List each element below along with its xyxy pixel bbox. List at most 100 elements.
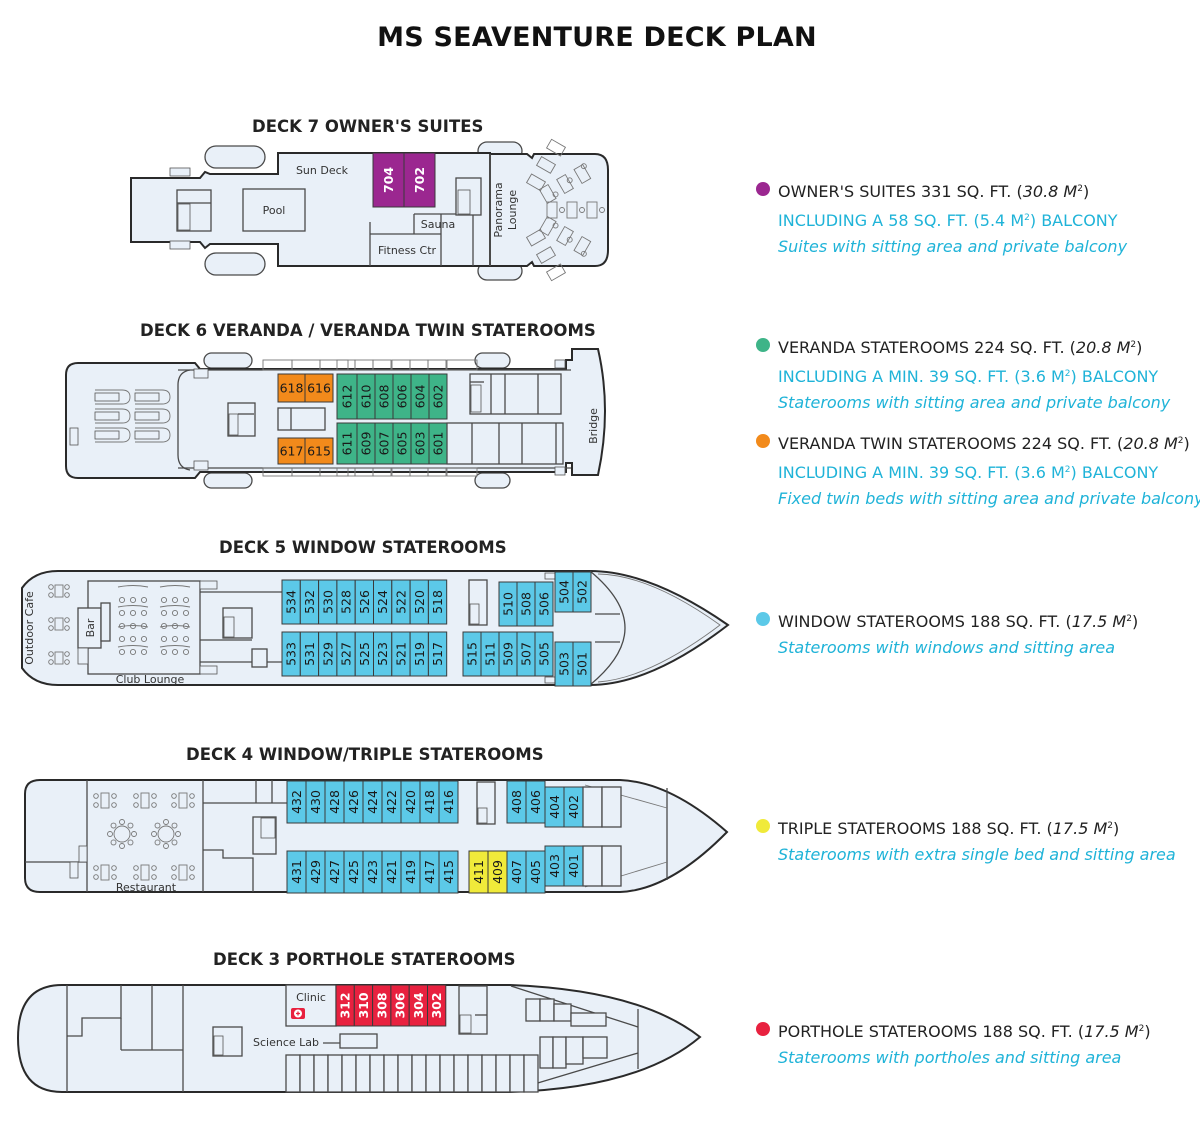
- restaurant-tables: [93, 792, 195, 881]
- cabin-605[interactable]: 605: [392, 422, 412, 465]
- stairs: [169, 167, 191, 177]
- cabin-615[interactable]: 615: [304, 437, 334, 465]
- lounge-seating: [525, 138, 605, 282]
- cabin-425[interactable]: 425: [343, 850, 364, 894]
- cabin-308[interactable]: 308: [372, 984, 392, 1027]
- cabin-518[interactable]: 518: [427, 579, 448, 625]
- cabin-502[interactable]: 502: [572, 571, 592, 613]
- cabin-310[interactable]: 310: [353, 984, 374, 1027]
- cabin-607[interactable]: 607: [374, 422, 394, 465]
- cabin-number: 419: [403, 860, 418, 884]
- cabin-302[interactable]: 302: [427, 984, 447, 1027]
- cabin-box: [438, 850, 459, 894]
- cabin-406[interactable]: 406: [525, 780, 546, 824]
- cabin-423[interactable]: 423: [362, 850, 383, 894]
- cabin-421[interactable]: 421: [381, 850, 402, 894]
- cabin-521[interactable]: 521: [391, 631, 411, 677]
- cabin-504[interactable]: 504: [554, 571, 574, 613]
- cabin-number: 611: [340, 432, 355, 456]
- legend-item-window: WINDOW STATEROOMS 188 SQ. FT. (17.5 M2)S…: [756, 606, 1138, 661]
- cabin-number: 508: [519, 592, 534, 616]
- cabin-522[interactable]: 522: [391, 579, 411, 625]
- bar-label: Bar: [84, 618, 97, 637]
- cabin-number: 602: [431, 385, 446, 409]
- cabin-429[interactable]: 429: [305, 850, 326, 894]
- cabin-306[interactable]: 306: [390, 984, 410, 1027]
- cabin-506[interactable]: 506: [534, 581, 554, 627]
- cabin-417[interactable]: 417: [419, 850, 440, 894]
- cabin-608[interactable]: 608: [374, 373, 394, 420]
- cabin-517[interactable]: 517: [427, 631, 448, 677]
- cabin-531[interactable]: 531: [299, 631, 320, 677]
- cabin-number: 615: [307, 444, 331, 459]
- cabin-number: 528: [339, 590, 354, 614]
- cabin-number: 509: [501, 642, 516, 666]
- cabin-515[interactable]: 515: [462, 631, 482, 677]
- cabin-702[interactable]: 702: [403, 152, 436, 208]
- cabin-number: 424: [365, 790, 380, 814]
- cabin-505[interactable]: 505: [534, 631, 554, 677]
- cabin-528[interactable]: 528: [336, 579, 356, 625]
- cabin-428[interactable]: 428: [324, 780, 345, 824]
- cabin-604[interactable]: 604: [410, 373, 430, 420]
- cabin-526[interactable]: 526: [354, 579, 375, 625]
- cabin-312[interactable]: 312: [335, 984, 355, 1027]
- cabin-405[interactable]: 405: [525, 850, 546, 894]
- cabin-402[interactable]: 402: [563, 786, 584, 828]
- cabin-602[interactable]: 602: [428, 373, 448, 420]
- cabin-532[interactable]: 532: [299, 579, 320, 625]
- cabin-426[interactable]: 426: [343, 780, 364, 824]
- cabin-424[interactable]: 424: [362, 780, 383, 824]
- cabin-number: 522: [393, 590, 408, 614]
- cabin-523[interactable]: 523: [373, 631, 393, 677]
- cabin-number: 408: [509, 790, 524, 814]
- cabin-number: 504: [557, 580, 572, 604]
- cabin-409[interactable]: 409: [487, 850, 508, 894]
- cabin-number: 502: [575, 580, 590, 604]
- cabin-616[interactable]: 616: [304, 373, 334, 403]
- outdoor-cafe-tables: [48, 584, 70, 665]
- deck-6-title: DECK 6 VERANDA / VERANDA TWIN STATEROOMS: [140, 321, 596, 340]
- cabin-403[interactable]: 403: [544, 845, 565, 887]
- cabin-number: 402: [566, 795, 581, 819]
- cabin-617[interactable]: 617: [277, 437, 306, 465]
- cabin-704[interactable]: 704: [372, 152, 405, 208]
- cabin-number: 308: [374, 992, 389, 1018]
- cabin-304[interactable]: 304: [408, 984, 429, 1027]
- cabin-box: [427, 579, 448, 625]
- cabin-415[interactable]: 415: [438, 850, 459, 894]
- cabin-416[interactable]: 416: [438, 780, 459, 824]
- cabin-609[interactable]: 609: [356, 422, 376, 465]
- cabin-611[interactable]: 611: [336, 422, 358, 465]
- page-title: MS SEAVENTURE DECK PLAN: [377, 22, 817, 53]
- cabin-519[interactable]: 519: [409, 631, 429, 677]
- cabin-530[interactable]: 530: [318, 579, 338, 625]
- pool-label: Pool: [263, 204, 286, 217]
- pool: [242, 188, 306, 232]
- cabin-number: 432: [289, 790, 304, 814]
- cabin-431[interactable]: 431: [286, 850, 307, 894]
- cabin-408[interactable]: 408: [506, 780, 527, 824]
- cabin-420[interactable]: 420: [400, 780, 421, 824]
- cabin-534[interactable]: 534: [281, 579, 301, 625]
- cabin-508[interactable]: 508: [516, 581, 536, 627]
- deck-5-title: DECK 5 WINDOW STATEROOMS: [219, 538, 507, 557]
- cabin-524[interactable]: 524: [373, 579, 393, 625]
- cabin-number: 530: [320, 590, 335, 614]
- cabin-507[interactable]: 507: [516, 631, 536, 677]
- cabin-527[interactable]: 527: [336, 631, 356, 677]
- fitness-center-label: Fitness Ctr: [378, 244, 437, 257]
- cabin-411[interactable]: 411: [468, 850, 489, 894]
- cabin-618[interactable]: 618: [277, 373, 306, 403]
- cabin-501[interactable]: 501: [572, 641, 592, 687]
- cabin-603[interactable]: 603: [410, 422, 430, 465]
- cabin-407[interactable]: 407: [506, 850, 527, 894]
- cabin-number: 427: [327, 860, 342, 884]
- cabin-520[interactable]: 520: [409, 579, 429, 625]
- cabin-401[interactable]: 401: [563, 845, 584, 887]
- cabin-number: 422: [384, 790, 399, 814]
- cabin-419[interactable]: 419: [400, 850, 421, 894]
- cabin-number: 418: [422, 790, 437, 814]
